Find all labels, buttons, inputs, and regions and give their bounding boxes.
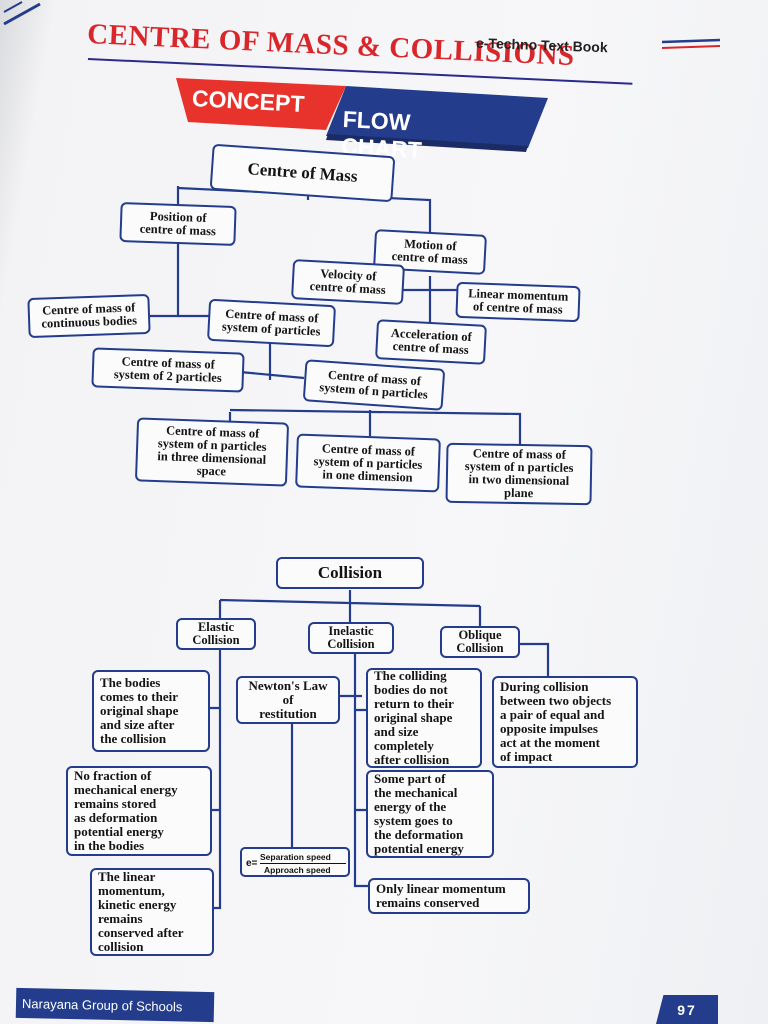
node-elastic-momentum-conserved: The linear momentum, kinetic energy rema… [90, 868, 214, 956]
node-collision: Collision [276, 557, 424, 589]
page-number: 97 [656, 995, 718, 1024]
formula-fraction-bar [260, 863, 346, 864]
node-newtons-law-of-restitution: Newton's Law of restitution [236, 676, 340, 724]
formula-numerator: Separation speed [260, 852, 331, 862]
node-com-2-particles: Centre of mass of system of 2 particles [91, 347, 245, 393]
node-oblique-collision: Oblique Collision [440, 626, 520, 658]
publisher-footer: Narayana Group of Schools [15, 987, 215, 1023]
node-inelastic-collision: Inelastic Collision [308, 622, 394, 654]
node-elastic-collision: Elastic Collision [176, 618, 256, 650]
formula-denominator: Approach speed [264, 865, 331, 875]
node-com-three-dimensional: Centre of mass of system of n particles … [134, 417, 290, 487]
node-com-continuous-bodies: Centre of mass of continuous bodies [27, 293, 151, 339]
node-oblique-impulses: During collision between two objects a p… [492, 676, 638, 768]
node-elastic-no-energy-stored: No fraction of mechanical energy remains… [66, 766, 212, 856]
node-elastic-original-shape: The bodies comes to their original shape… [92, 670, 210, 752]
node-com-two-dimensional: Centre of mass of system of n particles … [445, 442, 593, 506]
restitution-formula: e= Separation speed Approach speed [240, 847, 350, 877]
node-velocity-of-com: Velocity of centre of mass [291, 259, 405, 305]
node-position-of-com: Position of centre of mass [119, 201, 237, 247]
node-com-system-of-particles: Centre of mass of system of particles [206, 298, 337, 348]
formula-e: e= [246, 858, 258, 869]
corner-decoration [3, 1, 41, 26]
brand-decoration [662, 38, 721, 49]
node-linear-momentum-of-com: Linear momentum of centre of mass [455, 281, 581, 323]
node-inelastic-no-return: The colliding bodies do not return to th… [366, 668, 482, 768]
node-inelastic-energy-deformation: Some part of the mechanical energy of th… [366, 770, 494, 858]
node-com-one-dimension: Centre of mass of system of n particles … [295, 433, 441, 493]
banner-shape [176, 78, 548, 152]
node-inelastic-only-momentum: Only linear momentum remains conserved [368, 878, 530, 914]
node-acceleration-of-com: Acceleration of centre of mass [375, 319, 487, 365]
